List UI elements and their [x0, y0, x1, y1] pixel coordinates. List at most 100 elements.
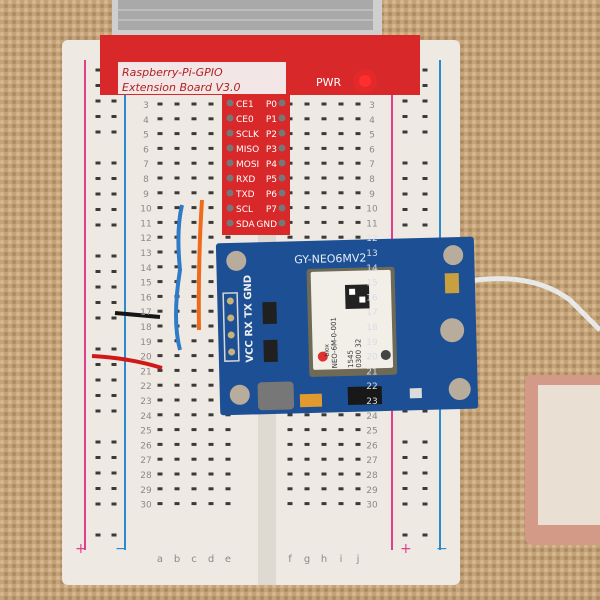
rail-hole[interactable] — [95, 177, 101, 180]
breadboard-hole[interactable] — [174, 457, 180, 461]
breadboard-hole[interactable] — [191, 487, 197, 491]
breadboard-hole[interactable] — [208, 220, 214, 224]
breadboard-hole[interactable] — [208, 280, 214, 284]
breadboard-hole[interactable] — [208, 354, 214, 358]
breadboard-hole[interactable] — [338, 176, 344, 180]
breadboard-hole[interactable] — [174, 472, 180, 476]
rail-hole[interactable] — [422, 115, 428, 118]
breadboard-hole[interactable] — [174, 398, 180, 402]
breadboard-hole[interactable] — [174, 161, 180, 165]
rail-hole[interactable] — [111, 316, 117, 320]
breadboard-hole[interactable] — [355, 102, 361, 106]
breadboard-hole[interactable] — [157, 280, 163, 284]
rail-hole[interactable] — [95, 84, 101, 87]
breadboard-hole[interactable] — [208, 324, 214, 328]
breadboard-hole[interactable] — [157, 368, 163, 372]
breadboard-hole[interactable] — [191, 472, 197, 476]
breadboard-hole[interactable] — [338, 413, 344, 417]
rail-hole[interactable] — [422, 487, 428, 490]
breadboard-hole[interactable] — [174, 383, 180, 387]
rail-hole[interactable] — [95, 115, 101, 118]
breadboard-hole[interactable] — [208, 191, 214, 195]
breadboard-hole[interactable] — [304, 102, 310, 106]
breadboard-hole[interactable] — [338, 161, 344, 165]
breadboard-hole[interactable] — [338, 487, 344, 491]
breadboard-hole[interactable] — [338, 457, 344, 461]
breadboard-hole[interactable] — [191, 383, 197, 387]
rail-hole[interactable] — [95, 254, 101, 258]
rail-hole[interactable] — [95, 99, 101, 103]
breadboard-hole[interactable] — [157, 176, 163, 180]
breadboard-hole[interactable] — [157, 235, 163, 239]
breadboard-hole[interactable] — [208, 117, 214, 121]
rail-hole[interactable] — [111, 192, 117, 196]
breadboard-hole[interactable] — [157, 457, 163, 461]
breadboard-hole[interactable] — [304, 457, 310, 461]
breadboard-hole[interactable] — [208, 457, 214, 461]
breadboard-hole[interactable] — [321, 146, 327, 150]
breadboard-hole[interactable] — [208, 206, 214, 210]
rail-hole[interactable] — [95, 270, 101, 273]
breadboard-hole[interactable] — [287, 442, 293, 446]
breadboard-hole[interactable] — [287, 457, 293, 461]
rail-hole[interactable] — [422, 68, 428, 72]
rail-hole[interactable] — [111, 378, 117, 382]
breadboard-hole[interactable] — [338, 472, 344, 476]
rail-hole[interactable] — [402, 177, 408, 180]
breadboard-hole[interactable] — [208, 146, 214, 150]
breadboard-hole[interactable] — [287, 413, 293, 417]
breadboard-hole[interactable] — [321, 220, 327, 224]
breadboard-hole[interactable] — [338, 220, 344, 224]
breadboard-hole[interactable] — [174, 413, 180, 417]
breadboard-hole[interactable] — [287, 487, 293, 491]
rail-hole[interactable] — [422, 409, 428, 413]
breadboard-hole[interactable] — [355, 176, 361, 180]
breadboard-hole[interactable] — [191, 206, 197, 210]
rail-hole[interactable] — [402, 533, 408, 537]
rail-hole[interactable] — [111, 347, 117, 351]
rail-hole[interactable] — [111, 533, 117, 537]
breadboard-hole[interactable] — [225, 442, 231, 446]
breadboard-hole[interactable] — [174, 132, 180, 136]
breadboard-hole[interactable] — [174, 206, 180, 210]
rail-hole[interactable] — [95, 378, 101, 382]
breadboard-hole[interactable] — [287, 472, 293, 476]
breadboard-hole[interactable] — [304, 132, 310, 136]
breadboard-hole[interactable] — [321, 117, 327, 121]
breadboard-hole[interactable] — [287, 235, 293, 239]
rail-hole[interactable] — [111, 177, 117, 180]
breadboard-hole[interactable] — [191, 250, 197, 254]
breadboard-hole[interactable] — [174, 354, 180, 358]
breadboard-hole[interactable] — [157, 487, 163, 491]
breadboard-hole[interactable] — [191, 235, 197, 239]
breadboard-hole[interactable] — [191, 117, 197, 121]
rail-hole[interactable] — [95, 409, 101, 413]
breadboard-hole[interactable] — [191, 161, 197, 165]
breadboard-hole[interactable] — [208, 383, 214, 387]
breadboard-hole[interactable] — [225, 502, 231, 506]
breadboard-hole[interactable] — [321, 457, 327, 461]
rail-hole[interactable] — [95, 363, 101, 366]
breadboard-hole[interactable] — [355, 442, 361, 446]
breadboard-hole[interactable] — [191, 368, 197, 372]
breadboard-hole[interactable] — [208, 176, 214, 180]
breadboard-hole[interactable] — [157, 220, 163, 224]
rail-hole[interactable] — [111, 270, 117, 273]
breadboard-hole[interactable] — [321, 442, 327, 446]
breadboard-hole[interactable] — [191, 176, 197, 180]
rail-hole[interactable] — [95, 68, 101, 72]
breadboard-hole[interactable] — [338, 117, 344, 121]
breadboard-hole[interactable] — [355, 413, 361, 417]
breadboard-hole[interactable] — [157, 324, 163, 328]
breadboard-hole[interactable] — [191, 442, 197, 446]
breadboard-hole[interactable] — [157, 442, 163, 446]
breadboard-hole[interactable] — [338, 502, 344, 506]
rail-hole[interactable] — [402, 502, 408, 506]
breadboard-hole[interactable] — [157, 413, 163, 417]
breadboard-hole[interactable] — [191, 398, 197, 402]
breadboard-hole[interactable] — [191, 102, 197, 106]
rail-hole[interactable] — [402, 456, 408, 459]
breadboard-hole[interactable] — [304, 191, 310, 195]
rail-hole[interactable] — [111, 394, 117, 397]
breadboard-hole[interactable] — [191, 457, 197, 461]
